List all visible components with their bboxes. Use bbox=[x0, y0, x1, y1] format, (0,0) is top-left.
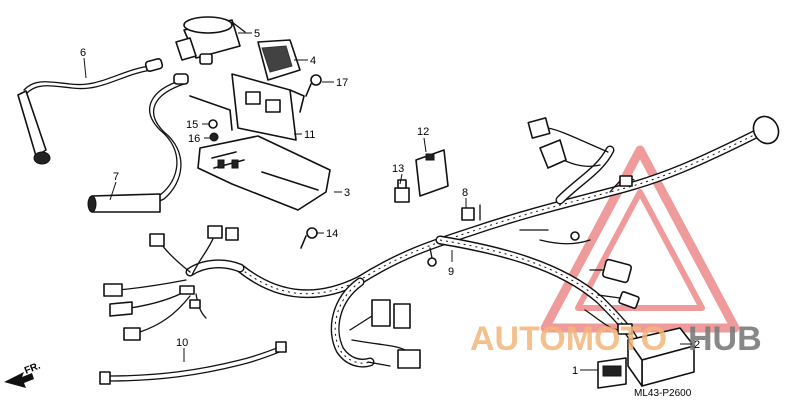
watermark-text-left: AUTOMOTO bbox=[470, 320, 667, 358]
callout-16: 16 bbox=[188, 133, 200, 145]
callout-17: 17 bbox=[336, 77, 348, 89]
front-direction-arrow: FR. bbox=[4, 360, 42, 388]
part-9-wire-harness bbox=[103, 115, 780, 369]
part-4-rubber-mount bbox=[257, 39, 301, 81]
callout-15: 15 bbox=[186, 119, 198, 131]
front-label: FR. bbox=[23, 360, 42, 376]
part-6-spark-plug-lead bbox=[17, 57, 164, 165]
part-1-connector bbox=[597, 357, 627, 389]
part-14-bolt bbox=[300, 227, 318, 249]
callout-4: 4 bbox=[310, 55, 316, 67]
part-11-bracket bbox=[189, 73, 305, 141]
callout-3: 3 bbox=[344, 187, 350, 199]
part-5-ignition-coil bbox=[175, 16, 246, 65]
callout-1: 1 bbox=[572, 365, 578, 377]
part-10-wire bbox=[99, 341, 287, 385]
part-2-relay bbox=[627, 327, 695, 387]
callout-9: 9 bbox=[448, 266, 454, 278]
part-3-cover bbox=[197, 135, 331, 211]
part-13-connector bbox=[394, 179, 410, 203]
callout-10: 10 bbox=[176, 337, 188, 349]
callout-11: 11 bbox=[304, 129, 315, 141]
callout-2: 2 bbox=[694, 339, 700, 351]
callout-7: 7 bbox=[113, 171, 119, 183]
callout-8: 8 bbox=[462, 187, 468, 199]
watermark-text-right: HUB bbox=[688, 320, 762, 358]
watermark-logo bbox=[540, 145, 740, 333]
diagram-code: ML43-P2600 bbox=[634, 388, 692, 399]
part-8-connector bbox=[461, 207, 475, 221]
callout-12: 12 bbox=[417, 126, 429, 138]
callout-14: 14 bbox=[326, 228, 338, 240]
callout-6: 6 bbox=[80, 47, 86, 59]
part-7-plug-lead bbox=[87, 73, 189, 213]
callout-numbers: 1 2 3 4 5 6 7 8 9 10 11 12 13 14 15 16 1… bbox=[80, 28, 700, 377]
part-12-relay bbox=[415, 149, 449, 197]
part-17-bolt bbox=[305, 74, 322, 97]
callout-13: 13 bbox=[392, 163, 404, 175]
callout-lines bbox=[83, 32, 692, 371]
part-16-nut bbox=[209, 132, 219, 142]
part-15-bolt bbox=[208, 119, 218, 129]
callout-5: 5 bbox=[254, 28, 260, 40]
watermark-text: AUTOMOTO HUB bbox=[470, 320, 762, 358]
